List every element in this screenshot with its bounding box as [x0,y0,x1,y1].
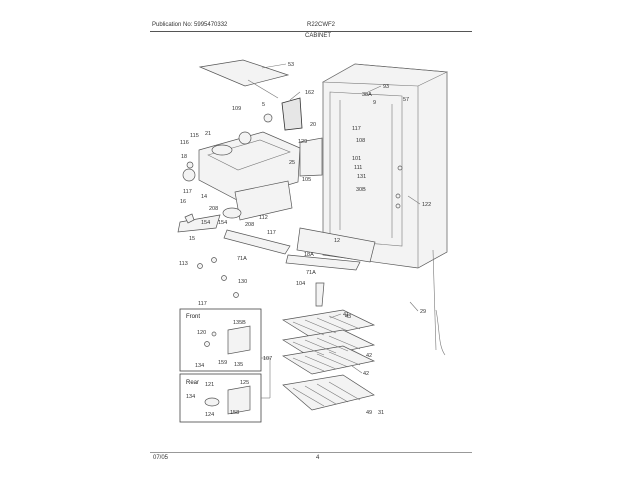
callout-label: 107 [263,356,272,362]
front-detail-box: Front 120 135B 134 159 135 [179,308,262,372]
callout-label: 12 [334,238,340,244]
callout-labels: 53 109 5 162 20 21 115 116 18 117 16 14 … [179,62,431,416]
cabinet-shell [321,63,449,356]
callout-label: 208 [209,206,218,212]
publication-number: Publication No: 5995470332 [152,22,228,28]
callout-label: 41 [343,312,349,318]
upper-cover-assembly [177,97,323,233]
callout-label: 14 [201,194,207,200]
callout-label: 71A [306,270,316,276]
callout-label: 25 [289,160,295,166]
callout-label: 135 [234,362,243,368]
callout-label: 120 [197,330,206,336]
callout-label: 105 [302,177,311,183]
callout-label: 117 [267,230,276,236]
callout-label: 101 [352,156,361,162]
callout-label: 131 [357,174,366,180]
rear-box-title: Rear [186,380,199,386]
callout-label: 154 [218,220,227,226]
callout-label: 116 [180,140,189,146]
wire-shelves [282,309,376,411]
callout-label: 134 [195,363,204,369]
callout-label: 112 [259,215,268,221]
callout-label: 49 [366,410,372,416]
header-rule [150,31,472,32]
top-panel-part [198,59,290,99]
callout-label: 113 [179,261,188,267]
callout-label: 38A [362,92,372,98]
front-box-title: Front [186,314,200,320]
callout-label: 93 [383,84,389,90]
callout-label: 117 [183,189,192,195]
callout-label: 129 [298,139,307,145]
section-title: CABINET [305,33,332,39]
callout-label: 57 [403,97,409,103]
callout-label: 158 [230,410,239,416]
kickplate-parts [197,227,376,307]
callout-label: 135B [233,320,246,326]
callout-label: 134 [186,394,195,400]
callout-label: 20 [310,122,316,128]
callout-label: 21 [205,131,211,137]
callout-label: 111 [354,165,362,171]
callout-label: 130 [238,279,247,285]
page-number: 4 [316,455,320,461]
callout-label: 31 [378,410,384,416]
leader-lines [261,63,421,374]
callout-label: 108 [356,138,365,144]
model-number: R22CWF2 [307,22,336,28]
callout-label: 18A [304,252,314,258]
callout-label: 121 [205,382,214,388]
callout-label: 115 [190,133,199,139]
callout-label: 124 [205,412,214,418]
callout-label: 162 [305,90,314,96]
callout-label: 117 [352,126,361,132]
callout-label: 9 [373,100,376,106]
callout-label: 109 [232,106,241,112]
callout-label: 30B [356,187,366,193]
callout-label: 43 [345,314,351,320]
callout-label: 125 [240,380,249,386]
callout-label: 5 [262,102,265,108]
callout-label: 16 [180,199,186,205]
callout-label: 117 [198,301,207,307]
callout-label: 29 [420,309,426,315]
footer-date: 07/05 [153,455,169,461]
callout-label: 53 [288,62,294,68]
callout-label: 42 [366,353,372,359]
callout-label: 71A [237,256,247,262]
callout-label: 122 [422,202,431,208]
callout-label: 104 [296,281,305,287]
callout-label: 159 [218,360,227,366]
callout-label: 208 [245,222,254,228]
callout-label: 18 [181,154,187,160]
callout-label: 154 [201,220,210,226]
callout-label: 42 [363,371,369,377]
footer-rule [150,452,472,453]
callout-label: 15 [189,236,195,242]
rear-detail-box: Rear 121 125 134 124 158 [179,373,262,423]
